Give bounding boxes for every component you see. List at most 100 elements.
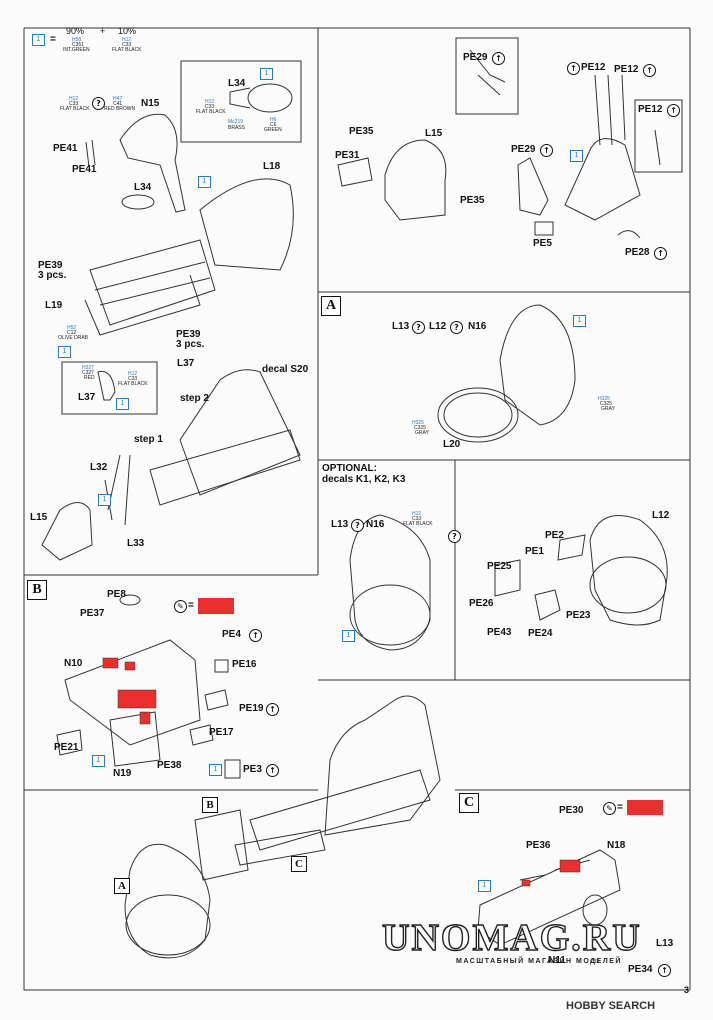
step-number: 1 xyxy=(58,346,71,358)
fold-arrow-icon: ↑ xyxy=(266,764,279,777)
part-PE19-label: PE19 xyxy=(239,703,264,714)
part-L12-label: L12 xyxy=(652,510,670,521)
paint-code: C325 xyxy=(600,401,612,407)
paint-name: RED xyxy=(84,375,95,381)
part-PE8-label: PE8 xyxy=(107,589,126,600)
part-PE39-label: PE39 xyxy=(38,260,63,271)
paint-code: C33 xyxy=(69,101,79,107)
paint-name-a: INT.GREEN xyxy=(63,47,90,53)
assembly-badge-C: C xyxy=(291,856,307,872)
step-number: 1 xyxy=(98,494,111,506)
step-number: 1 xyxy=(478,880,491,892)
step-number: 1 xyxy=(92,755,105,767)
paint-code: C12 xyxy=(67,330,77,336)
question-icon: ? xyxy=(351,519,364,532)
part-PE24-label: PE24 xyxy=(528,628,553,639)
paint-name: FLAT BLACK xyxy=(118,381,148,387)
decal-label: decal S20 xyxy=(262,364,309,375)
paint-name: FLAT BLACK xyxy=(60,106,90,112)
part-L34-label: L34 xyxy=(228,78,246,89)
step-2-label: step 2 xyxy=(180,393,209,404)
part-L33-label: L33 xyxy=(127,538,145,549)
part-PE25-label: PE25 xyxy=(487,561,512,572)
paint-code: H325 xyxy=(598,396,610,402)
part-PE28-label: PE28 xyxy=(625,247,650,258)
fold-arrow-icon: ↑ xyxy=(658,964,671,977)
part-L13-label: L13 xyxy=(656,938,674,949)
question-icon: ? xyxy=(92,97,105,110)
equals-sign: = xyxy=(188,600,194,611)
paint-name: RED BROWN xyxy=(104,106,136,112)
part-PE2-label: PE2 xyxy=(545,530,564,541)
paint-code: H6 xyxy=(270,117,277,123)
part-PE23-label: PE23 xyxy=(566,610,591,621)
part-L34-label: L34 xyxy=(134,182,152,193)
step-number: 1 xyxy=(260,68,273,80)
step-number: 1 xyxy=(573,315,586,327)
part-PE3-label: PE3 xyxy=(243,764,262,775)
paint-name-b: FLAT BLACK xyxy=(112,47,142,53)
paint-brush-icon: ✎ xyxy=(174,600,187,613)
fold-arrow-icon: ↑ xyxy=(266,703,279,716)
fold-arrow-icon: ↑ xyxy=(249,629,262,642)
section-badge-A: A xyxy=(321,296,341,316)
part-N18-label: N18 xyxy=(607,840,626,851)
part-N16-label: N16 xyxy=(366,519,385,530)
paint-name: BRASS xyxy=(228,125,245,131)
paint-pct-a: 90% xyxy=(66,26,85,36)
part-PE26-label: PE26 xyxy=(469,598,494,609)
part-N16-label: N16 xyxy=(468,321,487,332)
part-PE16-label: PE16 xyxy=(232,659,257,670)
part-PE29-label: PE29 xyxy=(463,52,488,63)
part-L15-label: L15 xyxy=(425,128,443,139)
part-L32-label: L32 xyxy=(90,462,108,473)
paint-code: H52 xyxy=(67,325,77,331)
part-PE37-label: PE37 xyxy=(80,608,105,619)
step-number: 1 xyxy=(209,764,222,776)
paint-code: Mc219 xyxy=(228,119,244,125)
part-N19-label: N19 xyxy=(113,768,132,779)
quantity-label: 3 pcs. xyxy=(38,270,67,281)
fold-arrow-icon: ↑ xyxy=(492,52,505,65)
part-L13-label: L13 xyxy=(392,321,410,332)
fold-arrow-icon: ↑ xyxy=(667,104,680,117)
step-number: 1 xyxy=(570,150,583,162)
plus-sign: + xyxy=(100,26,106,36)
part-PE41-label: PE41 xyxy=(53,143,78,154)
part-PE36-label: PE36 xyxy=(526,840,551,851)
part-PE21-label: PE21 xyxy=(54,742,79,753)
part-PE4-label: PE4 xyxy=(222,629,241,640)
equals-sign: = xyxy=(50,34,56,45)
part-PE30-label: PE30 xyxy=(559,805,584,816)
paint-code: C33 xyxy=(128,376,138,382)
fold-arrow-icon: ↑ xyxy=(540,144,553,157)
part-L12-label: L12 xyxy=(429,321,447,332)
section-badge-C: C xyxy=(459,793,479,813)
part-PE39-label: PE39 xyxy=(176,329,201,340)
optional-decals: decals K1, K2, K3 xyxy=(322,474,406,485)
paint-name: GREEN xyxy=(264,127,282,133)
question-icon: ? xyxy=(412,321,425,334)
part-L37-label: L37 xyxy=(78,392,96,403)
part-PE34-label: PE34 xyxy=(628,964,653,975)
paint-code: H47 xyxy=(113,96,123,102)
paint-name: FLAT BLACK xyxy=(196,109,226,115)
watermark-subtitle: МАСШТАБНЫЙ МАГАЗИН МОДЕЛЕЙ xyxy=(456,958,622,965)
paint-name: GRAY xyxy=(601,406,615,412)
step-1-label: step 1 xyxy=(134,434,163,445)
part-N15-label: N15 xyxy=(141,98,160,109)
watermark-text: UNOMAG.RU xyxy=(381,916,642,959)
assembly-badge-A: A xyxy=(114,878,130,894)
hobby-search-logo: HOBBY SEARCH xyxy=(566,1000,656,1012)
step-number: 1 xyxy=(342,630,355,642)
part-PE17-label: PE17 xyxy=(209,727,234,738)
question-icon: ? xyxy=(448,530,461,543)
paint-code: H12 xyxy=(69,96,79,102)
fold-arrow-icon: ↑ xyxy=(654,247,667,260)
fold-arrow-icon: ↑ xyxy=(643,64,656,77)
optional-title: OPTIONAL: xyxy=(322,463,377,474)
step-number: 1 xyxy=(198,176,211,188)
part-L20-label: L20 xyxy=(443,439,461,450)
part-PE12-label: PE12 xyxy=(614,64,639,75)
